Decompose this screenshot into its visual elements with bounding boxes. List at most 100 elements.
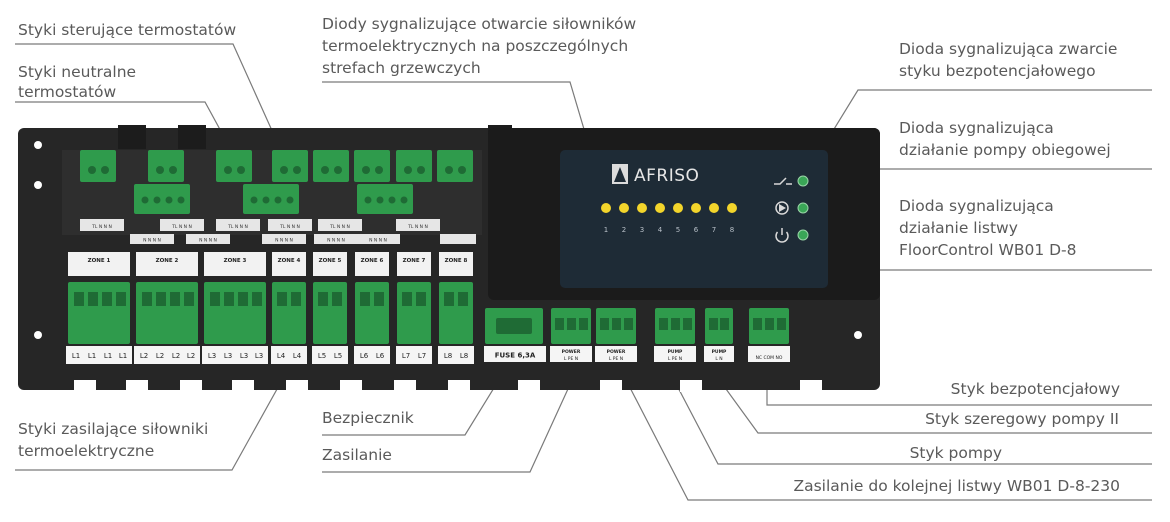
terminal-label: L8 <box>444 352 452 360</box>
thermostat-sublabel: TL N N N <box>329 224 350 230</box>
zone-label: ZONE 4 <box>278 258 301 264</box>
mount-hole-icon <box>854 331 862 339</box>
terminal-label: L2 <box>187 352 195 360</box>
terminal-label: L4 <box>293 352 302 360</box>
terminal-label: L3 <box>255 352 263 360</box>
top-terminal-block <box>313 150 349 182</box>
terminal-label: L2 <box>140 352 148 360</box>
contact-pins-label: NC COM NO <box>756 355 783 361</box>
label-bezpiecznik: Bezpiecznik <box>322 407 414 429</box>
terminal-label: L2 <box>156 352 164 360</box>
terminal-label: L5 <box>318 352 326 360</box>
terminal-label: L3 <box>240 352 248 360</box>
pump2-pins-label: L N <box>715 356 722 362</box>
neutral-terminal-block <box>357 184 413 214</box>
terminal-label: L6 <box>376 352 385 360</box>
neutral-terminals <box>134 184 413 214</box>
zone-led-icon <box>709 203 719 213</box>
zone-label: ZONE 7 <box>403 258 426 264</box>
top-terminal-block <box>354 150 390 182</box>
label-styk-bezpot: Styk bezpotencjałowy <box>951 378 1120 400</box>
zone-label: ZONE 8 <box>445 258 468 264</box>
label-zasilanie-kolejnej: Zasilanie do kolejnej listwy WB01 D-8-23… <box>793 475 1120 497</box>
label-styk-szeregowy: Styk szeregowy pompy II <box>925 408 1119 430</box>
neutral-terminal-block <box>243 184 299 214</box>
thermostat-sublabel: TL N N N <box>407 224 428 230</box>
led-number: 2 <box>622 226 626 234</box>
pump-led-icon <box>798 203 808 213</box>
led-number: 8 <box>730 226 734 234</box>
terminal-label: L1 <box>88 352 96 360</box>
power-led-icon <box>798 230 808 240</box>
label-dioda-listwy: Dioda sygnalizująca działanie listwy Flo… <box>899 195 1077 261</box>
terminal-label: L3 <box>224 352 232 360</box>
terminal-label: L6 <box>360 352 369 360</box>
zone-label: ZONE 2 <box>156 258 179 264</box>
terminal-label: L5 <box>334 352 342 360</box>
zone-label: ZONE 6 <box>361 258 384 264</box>
terminal-label: L1 <box>104 352 112 360</box>
mount-hole-icon <box>34 331 42 339</box>
pump-label: PUMP <box>668 349 683 355</box>
power-pump-terminals: POWER L PE N POWER L PE N PUMP L PE N PU… <box>550 308 790 362</box>
power-pins-label: L PE N <box>609 356 623 362</box>
zone-label: ZONE 5 <box>319 258 342 264</box>
thermostat-sublabel: TL N N N <box>91 224 112 230</box>
pump-pins-label: L PE N <box>668 356 682 362</box>
mount-hole-icon <box>34 141 42 149</box>
top-terminal-block <box>272 150 308 182</box>
zone-led-icon <box>691 203 701 213</box>
terminal-label: L7 <box>418 352 426 360</box>
zone-label: ZONE 3 <box>224 258 247 264</box>
mount-hole-icon <box>34 181 42 189</box>
zone-led-icon <box>601 203 611 213</box>
fuse-holder: FUSE 6,3A <box>484 308 546 362</box>
thermostat-sublabel: TL N N N <box>227 224 248 230</box>
label-styki-zasilajace: Styki zasilające siłowniki termoelektryc… <box>18 418 208 462</box>
terminal-label: L2 <box>172 352 180 360</box>
neutral-sublabel: N N N N <box>275 238 293 244</box>
zone-led-icon <box>619 203 629 213</box>
led-number: 1 <box>604 226 608 234</box>
terminal-label: L8 <box>460 352 468 360</box>
thermostat-sublabel: TL N N N <box>279 224 300 230</box>
led-number: 6 <box>694 226 699 234</box>
terminal-label: L1 <box>72 352 80 360</box>
zone-led-icon <box>727 203 737 213</box>
terminal-label: L1 <box>119 352 127 360</box>
zone-led-icon <box>637 203 647 213</box>
label-zasilanie: Zasilanie <box>322 444 392 466</box>
led-number: 3 <box>640 226 644 234</box>
label-diody-silownikow: Diody sygnalizujące otwarcie siłowników … <box>322 13 636 79</box>
top-terminal-block <box>437 150 473 182</box>
power-label: POWER <box>607 349 626 355</box>
label-dioda-zwarcie: Dioda sygnalizująca zwarcie styku bezpot… <box>899 38 1117 82</box>
pump-label: PUMP <box>712 349 727 355</box>
terminal-label: L3 <box>208 352 216 360</box>
zone-label: ZONE 1 <box>88 258 111 264</box>
terminal-label: L4 <box>277 352 286 360</box>
terminal-label: L7 <box>402 352 410 360</box>
short-circuit-led-icon <box>798 176 808 186</box>
led-number: 4 <box>658 226 663 234</box>
top-terminal-block <box>80 150 116 182</box>
label-styk-pompy: Styk pompy <box>910 442 1002 464</box>
power-label: POWER <box>562 349 581 355</box>
top-terminal-block <box>396 150 432 182</box>
led-number: 5 <box>676 226 680 234</box>
fuse-label: FUSE 6,3A <box>495 352 536 360</box>
label-styki-sterujace: Styki sterujące termostatów <box>18 19 236 41</box>
top-terminal-block <box>216 150 252 182</box>
power-pins-label: L PE N <box>564 356 578 362</box>
display-panel: AFRISO <box>488 128 880 300</box>
led-number: 7 <box>712 226 716 234</box>
top-terminal-block <box>148 150 184 182</box>
label-styki-neutralne: Styki neutralne termostatów <box>18 62 136 102</box>
thermostat-sublabel: TL N N N <box>171 224 192 230</box>
brand-name: AFRISO <box>634 166 699 186</box>
neutral-sublabel: N N N N <box>143 238 161 244</box>
zone-led-icon <box>655 203 665 213</box>
label-dioda-pompy: Dioda sygnalizująca działanie pompy obie… <box>899 117 1111 161</box>
neutral-sublabel: N N N N <box>327 238 345 244</box>
